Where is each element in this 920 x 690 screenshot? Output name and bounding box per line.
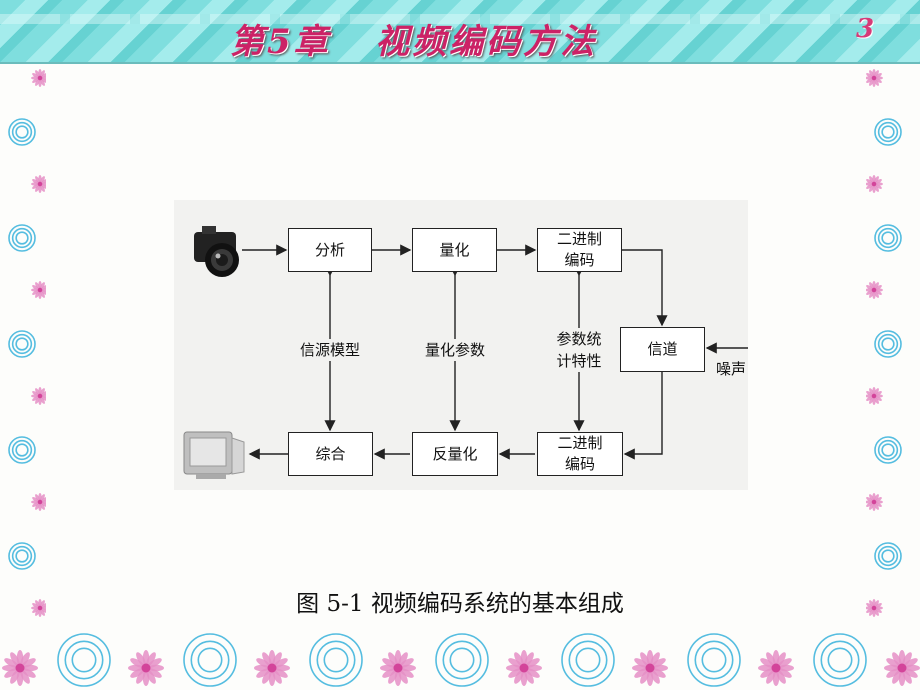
page-number: 3 (856, 14, 875, 44)
binary-encode-block: 二进制 编码 (537, 228, 622, 272)
ring-icon (874, 224, 902, 252)
header-band (0, 0, 920, 64)
ring-icon (813, 633, 867, 687)
ring-icon (57, 633, 111, 687)
quant-params-label: 量化参数 (419, 339, 491, 361)
flower-icon (254, 650, 290, 686)
flower-icon (31, 386, 46, 406)
slide-title: 第5章 视频编码方法 (230, 22, 598, 62)
ring-icon (8, 542, 36, 570)
binary-decode-block: 二进制 编码 (537, 432, 623, 476)
channel-block: 信道 (620, 327, 705, 372)
left-decor-rail (8, 68, 46, 618)
synthesis-block: 综合 (288, 432, 373, 476)
ring-icon (183, 633, 237, 687)
source-model-label: 信源模型 (294, 339, 366, 361)
dequantize-block: 反量化 (412, 432, 498, 476)
ring-icon (435, 633, 489, 687)
camera-icon (194, 226, 239, 277)
flower-icon (866, 386, 883, 406)
noise-label: 噪声 (715, 360, 746, 378)
flower-icon (866, 598, 883, 618)
flower-icon (31, 492, 46, 512)
flower-icon (631, 649, 669, 687)
flower-icon (2, 649, 38, 687)
flower-icon (31, 68, 46, 88)
ring-icon (8, 118, 36, 146)
quantize-block: 量化 (412, 228, 497, 272)
ring-icon (874, 118, 902, 146)
flower-icon (883, 649, 920, 687)
flower-icon (31, 281, 46, 299)
ring-icon (874, 542, 902, 570)
analysis-block: 分析 (288, 228, 372, 272)
ring-icon (309, 633, 363, 687)
ring-icon (874, 436, 902, 464)
flower-icon (757, 649, 795, 687)
flower-icon (506, 649, 543, 687)
flower-icon (866, 175, 883, 193)
ring-icon (561, 633, 615, 687)
param-stats-label: 参数统 计特性 (551, 328, 607, 372)
ring-icon (8, 224, 36, 252)
monitor-icon (183, 431, 245, 479)
flower-icon (380, 650, 416, 686)
diagram-connectors (183, 226, 748, 479)
flower-icon (31, 598, 46, 618)
ring-icon (8, 436, 36, 464)
ring-icon (8, 330, 36, 358)
figure-caption: 图 5-1 视频编码系统的基本组成 (296, 591, 624, 617)
flower-icon (128, 650, 164, 686)
video-coding-diagram: 分析 量化 二进制 编码 信道 综合 反量化 二进制 编码 信源模型 量化参数 … (174, 200, 748, 490)
bottom-decor-band (2, 633, 920, 687)
flower-icon (866, 281, 883, 299)
ring-icon (687, 633, 741, 687)
flower-icon (866, 69, 883, 88)
flower-icon (866, 492, 883, 512)
flower-icon (31, 175, 46, 193)
right-decor-rail (866, 69, 902, 618)
ring-icon (874, 330, 902, 358)
